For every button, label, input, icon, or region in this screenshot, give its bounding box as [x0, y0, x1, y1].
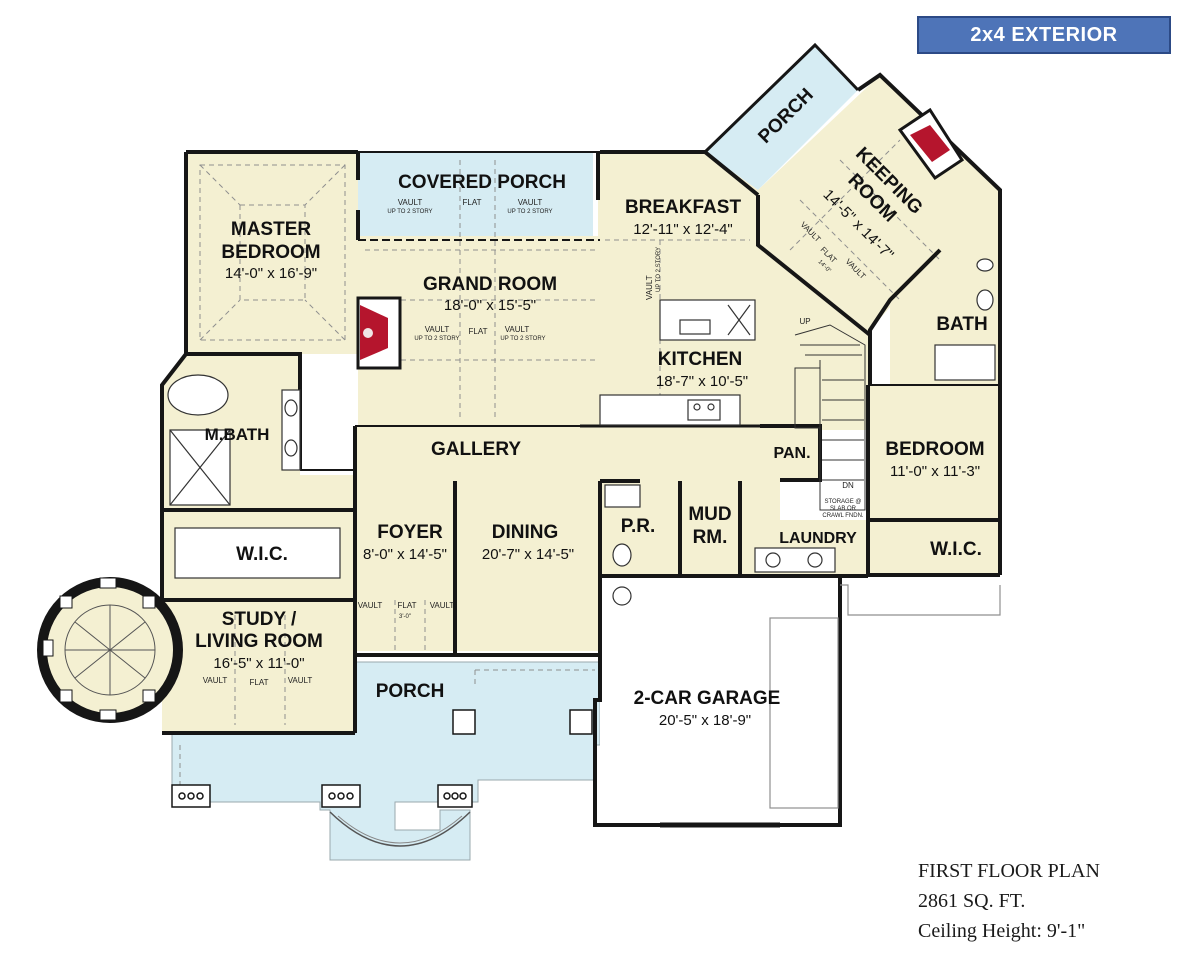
front-steps: [329, 811, 471, 847]
bedroom-floor: [868, 385, 1000, 520]
wic-right-floor: [868, 520, 1000, 575]
plan-area: 2861 SQ. FT.: [918, 890, 1026, 912]
foyer-ceiling-vault-1: VAULT: [358, 601, 383, 610]
foyer-ceiling-dim: 3'-0": [399, 614, 411, 620]
dining-name: DINING: [492, 522, 559, 543]
grand-room-up-1: UP TO 2 STORY: [414, 336, 459, 342]
study-name-1: STUDY /: [222, 609, 297, 630]
wic-right-name: W.I.C.: [930, 539, 982, 560]
kitchen-name: KITCHEN: [658, 349, 742, 370]
garage-dim: 20'-5" x 18'-9": [659, 712, 751, 729]
gallery-name: GALLERY: [431, 439, 521, 460]
mudroom-floor: [680, 481, 740, 576]
room-labels: COVERED PORCH VAULT UP TO 2 STORY FLAT V…: [195, 84, 988, 729]
grand-room-name: GRAND ROOM: [423, 274, 557, 295]
top-porch-floor: [705, 45, 858, 190]
foyer-floor: [355, 481, 455, 651]
breakfast-name: BREAKFAST: [625, 197, 742, 218]
grand-room-dim: 18'-0" x 15'-5": [444, 297, 536, 314]
foyer-name: FOYER: [377, 522, 443, 543]
foyer-dim: 8'-0" x 14'-5": [363, 546, 447, 563]
walls: [160, 42, 1002, 827]
master-bedroom-dim: 14'-0" x 16'-9": [225, 265, 317, 282]
study-name-2: LIVING ROOM: [195, 631, 323, 652]
study-dim: 16'-5" x 11'-0": [213, 655, 304, 672]
stairs: [794, 324, 866, 511]
grand-room-flat: FLAT: [469, 327, 488, 336]
breakfast-up: UP TO 2 STORY: [656, 247, 662, 292]
foyer-ceiling-vault-2: VAULT: [430, 601, 455, 610]
bath-name: BATH: [936, 314, 987, 335]
stairs-note-1: STORAGE @: [825, 499, 862, 505]
covered-porch-name: COVERED PORCH: [398, 172, 566, 193]
grand-room-vault-1: VAULT: [425, 325, 450, 334]
master-bedroom-floor: [186, 152, 358, 354]
stairs-up: UP: [799, 317, 810, 326]
gallery-floor: [355, 426, 740, 481]
laundry-name: LAUNDRY: [779, 530, 857, 547]
master-bedroom-name-1: MASTER: [231, 219, 312, 240]
covered-porch-floor: [358, 152, 593, 236]
porch-columns: [171, 709, 593, 808]
plan-ceiling-height: Ceiling Height: 9'-1": [918, 920, 1086, 942]
covered-porch-flat: FLAT: [463, 198, 482, 207]
breakfast-vault: VAULT: [645, 275, 654, 300]
study-vault-2: VAULT: [288, 676, 313, 685]
grand-room-vault-2: VAULT: [505, 325, 530, 334]
pantry-name: PAN.: [773, 445, 810, 462]
master-bedroom-name-2: BEDROOM: [221, 242, 320, 263]
grand-room-up-2: UP TO 2 STORY: [500, 336, 545, 342]
breakfast-dim: 12'-11" x 12'-4": [633, 221, 733, 238]
kitchen-dim: 18'-7" x 10'-5": [656, 373, 748, 390]
study-floor: [162, 600, 355, 733]
mudroom-name-1: MUD: [688, 504, 731, 525]
front-porch-name: PORCH: [376, 681, 445, 702]
dining-dim: 20'-7" x 14'-5": [482, 546, 574, 563]
fireplace-keeping-room: [897, 107, 965, 181]
covered-porch-up-1: UP TO 2 STORY: [387, 209, 432, 215]
stairs-note-3: CRAWL FNDN.: [822, 513, 864, 519]
study-vault-1: VAULT: [203, 676, 228, 685]
covered-porch-vault-2: VAULT: [518, 198, 543, 207]
covered-porch-up-2: UP TO 2 STORY: [507, 209, 552, 215]
mudroom-name-2: RM.: [693, 527, 728, 548]
ceiling-lines: [179, 139, 941, 795]
stairs-dn: DN: [842, 481, 854, 490]
powder-room-name: P.R.: [621, 516, 656, 537]
foyer-ceiling-flat: FLAT: [398, 601, 417, 610]
garage-name: 2-CAR GARAGE: [634, 688, 781, 709]
plan-title: FIRST FLOOR PLAN: [918, 860, 1100, 882]
fireplace-grand-room: [356, 296, 402, 370]
bedroom-name: BEDROOM: [885, 439, 984, 460]
bath-fixtures: [167, 258, 996, 606]
wic-left-name: W.I.C.: [236, 544, 288, 565]
study-flat: FLAT: [250, 678, 269, 687]
bedroom-dim: 11'-0" x 11'-3": [890, 463, 980, 480]
stairs-note-2: SLAB OR: [830, 506, 857, 512]
framing-badge: 2x4 EXTERIOR FRAMING: [917, 16, 1171, 80]
kitchen-fixtures: [599, 299, 756, 426]
covered-porch-vault-1: VAULT: [398, 198, 423, 207]
dining-floor: [455, 481, 600, 651]
garage-details: [660, 584, 1001, 828]
turret: [37, 577, 183, 723]
mbath-name: M.BATH: [205, 425, 270, 444]
